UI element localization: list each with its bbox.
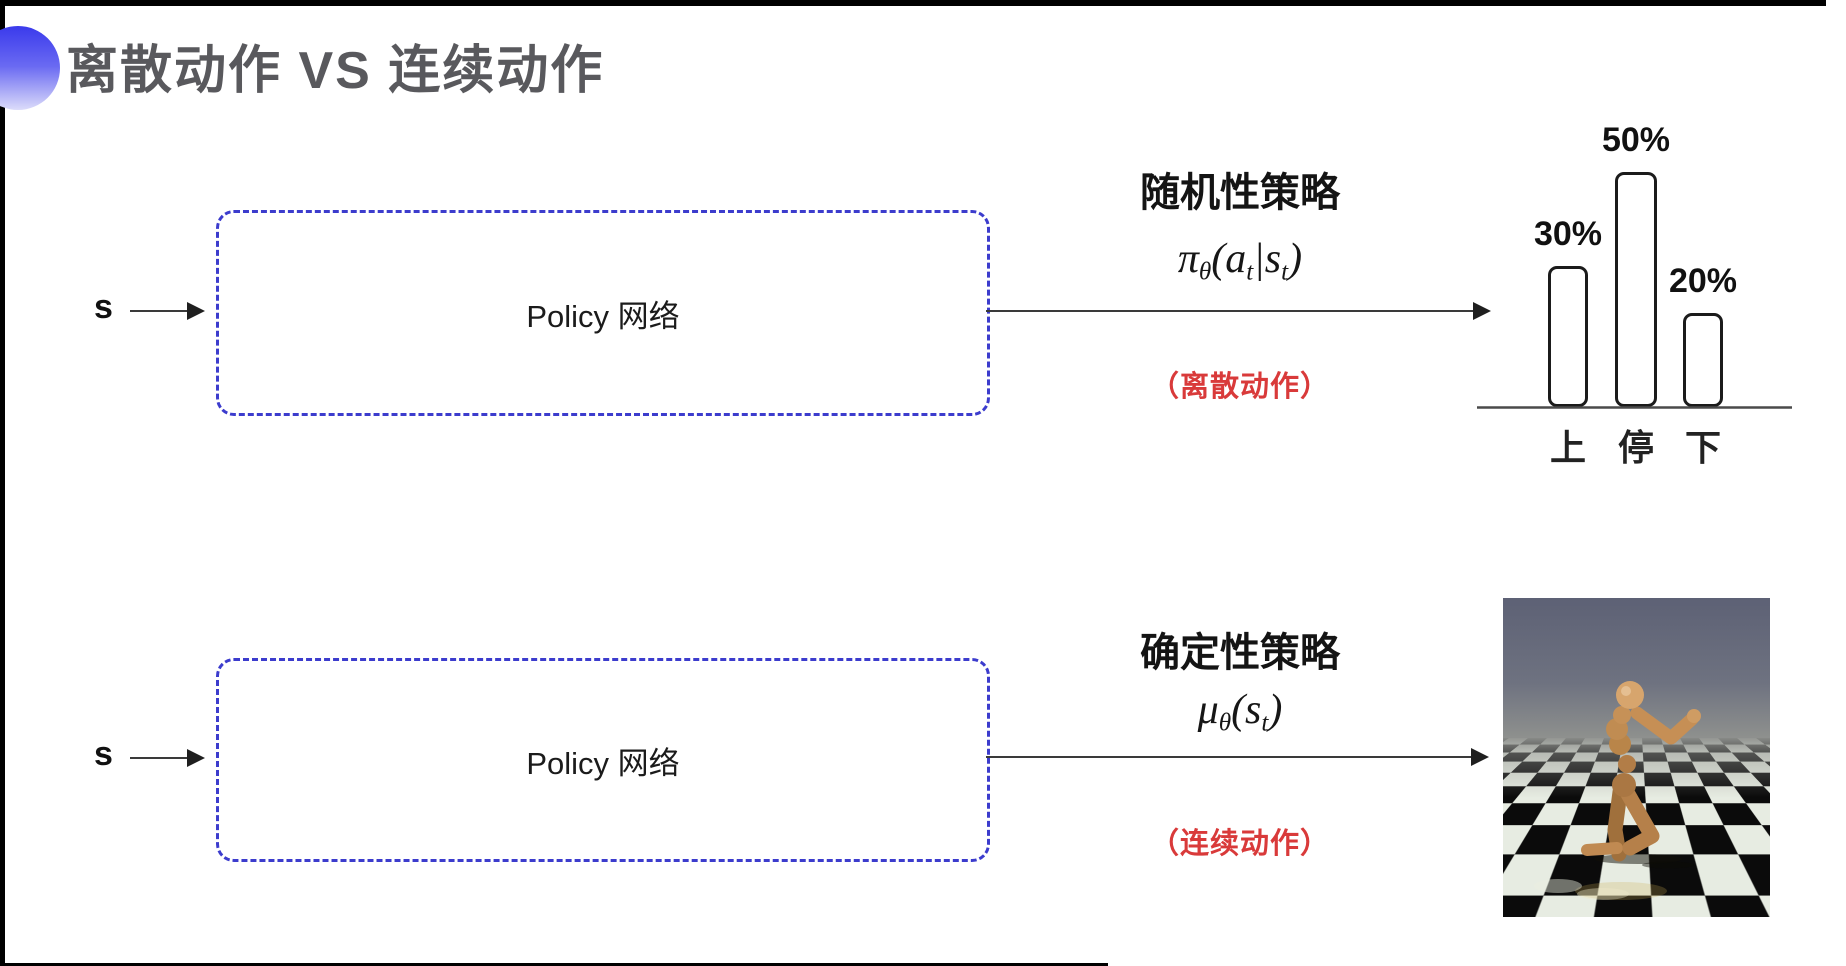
policy-network-label-top: Policy 网络 [526,298,680,334]
policy-network-box-bottom: Policy 网络 [216,658,990,862]
video-frame-left [0,0,5,966]
video-frame-top [0,0,1826,6]
policy-network-box-top: Policy 网络 [216,210,990,416]
bar-category-up: 上 [1549,427,1586,468]
bar-up-value: 30% [1533,215,1603,253]
bar-up [1548,266,1588,407]
policy-network-label-bottom: Policy 网络 [526,745,680,781]
title-bullet-circle [0,26,60,110]
stochastic-policy-formula: πθ(at|st) [1177,236,1303,286]
bar-down-value: 20% [1668,262,1738,300]
humanoid-robot-figure [1534,681,1701,900]
state-input-label-bottom: s [94,735,113,773]
page-title: 离散动作 VS 连续动作 [66,42,605,100]
bar-category-stop: 停 [1617,427,1654,468]
state-input-label-top: s [94,288,113,326]
continuous-action-note: （连续动作） [1149,828,1331,860]
action-probability-chart: 30% 50% 20% 上 停 下 [1477,100,1793,468]
deterministic-policy-formula: μθ(st) [1197,687,1283,737]
bar-category-down: 下 [1684,427,1721,468]
bar-stop-value: 50% [1601,121,1671,159]
humanoid-simulation-image [1503,598,1770,917]
stochastic-policy-title: 随机性策略 [1140,171,1340,215]
bar-stop [1615,172,1657,407]
deterministic-policy-title: 确定性策略 [1140,631,1340,675]
discrete-action-note: （离散动作） [1149,371,1331,403]
bar-down [1683,313,1723,407]
video-frame-bottom [0,963,1108,966]
